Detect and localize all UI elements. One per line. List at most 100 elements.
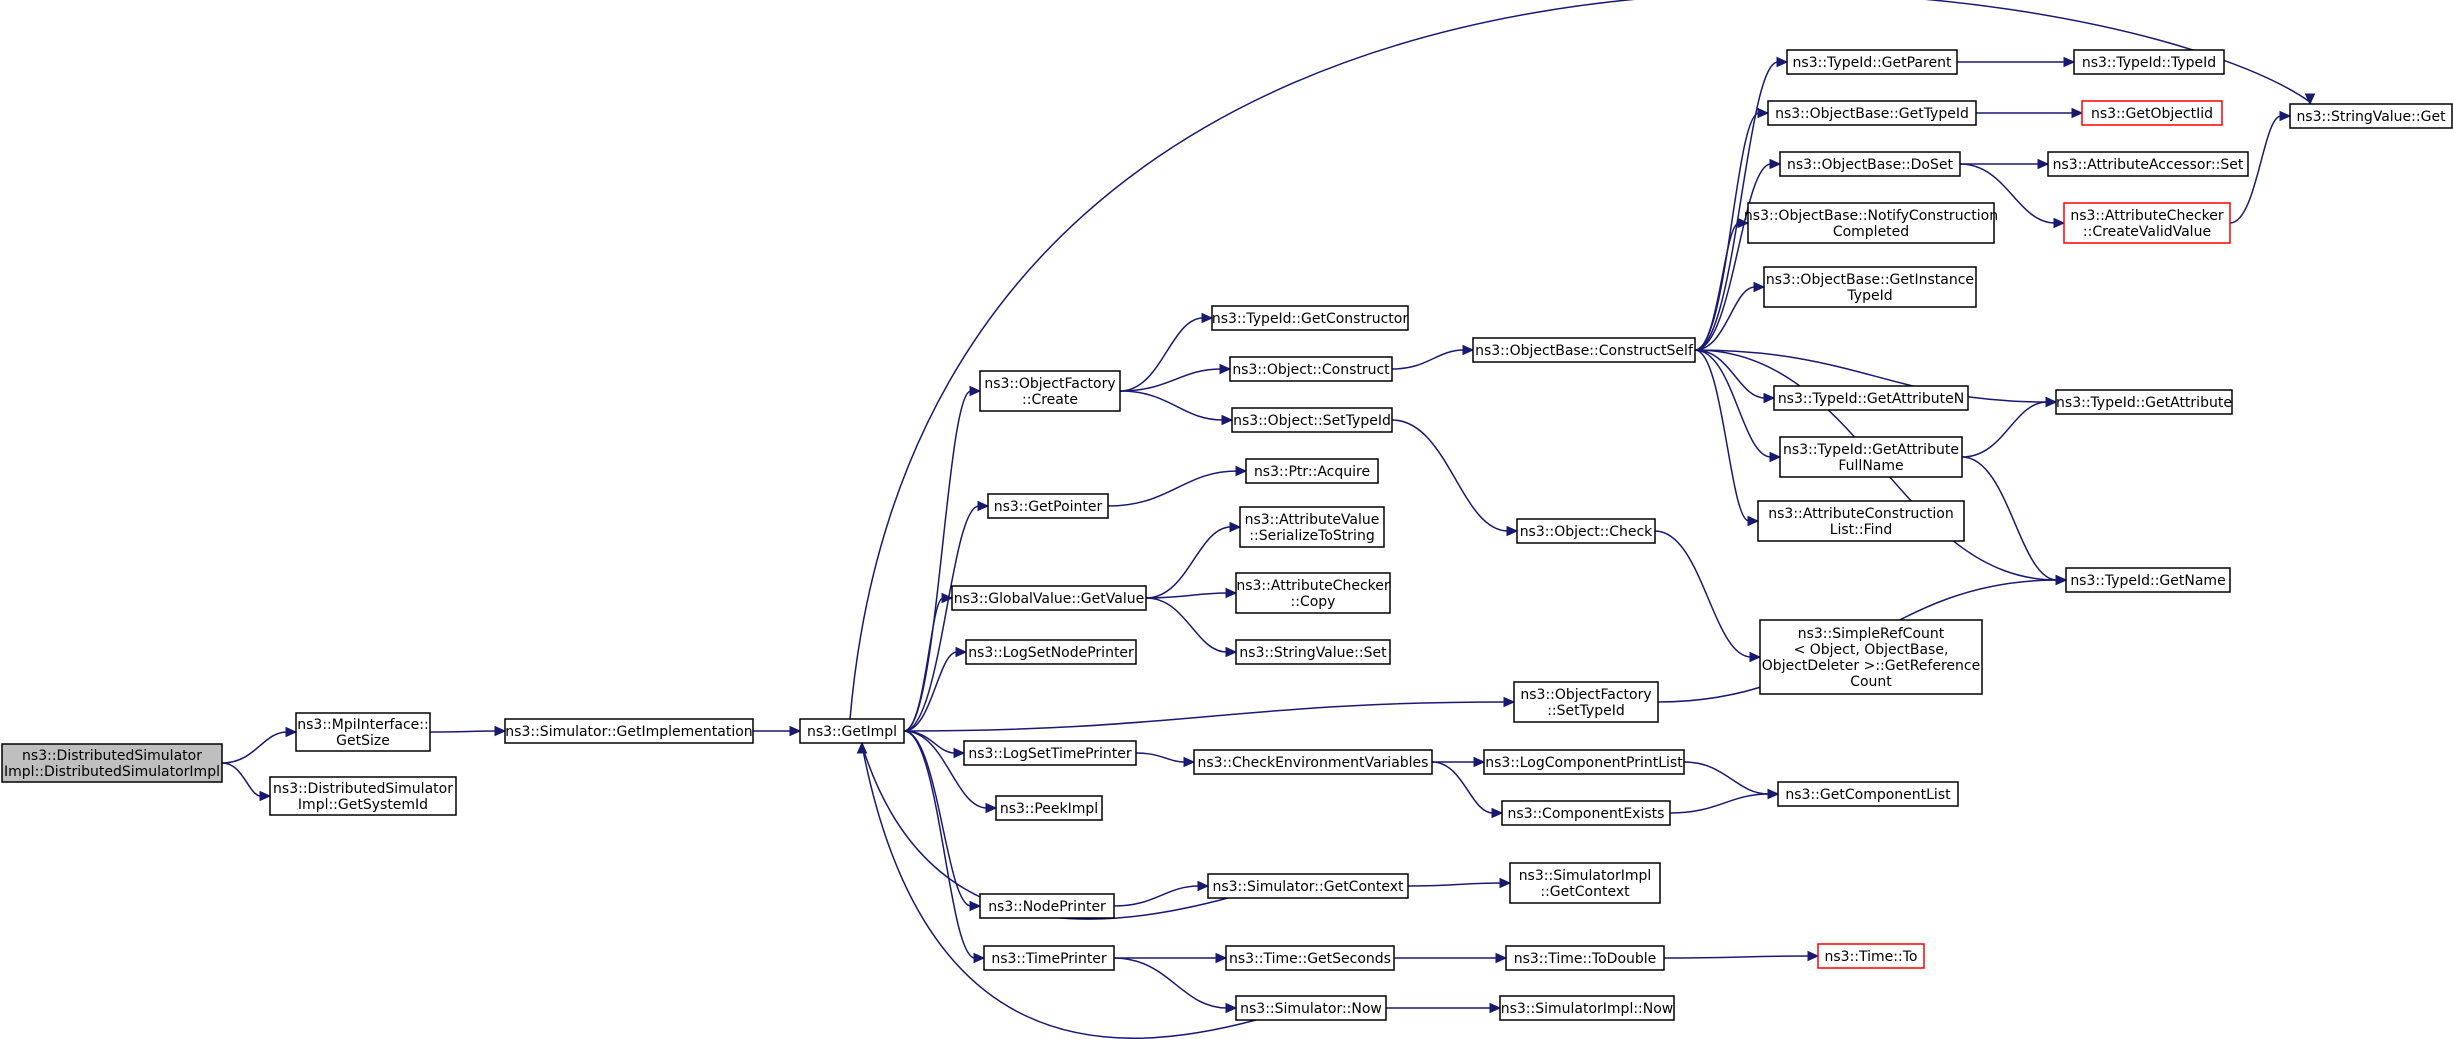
edge-arrowhead bbox=[1749, 651, 1762, 663]
node-typeid-getparent[interactable]: ns3::TypeId::GetParent bbox=[1786, 49, 1958, 75]
node-objfactory-settypeid[interactable]: ns3::ObjectFactory::SetTypeId bbox=[1513, 681, 1659, 723]
node-objbase-constructself[interactable]: ns3::ObjectBase::ConstructSelf bbox=[1472, 337, 1696, 363]
node-attrchecker-createvalid[interactable]: ns3::AttributeChecker::CreateValidValue bbox=[2063, 202, 2231, 244]
edge-arrowhead bbox=[1215, 952, 1228, 964]
node-stringvalue-get[interactable]: ns3::StringValue::Get bbox=[2289, 103, 2453, 129]
node-label: ::Create bbox=[1022, 392, 1078, 408]
node-label: < Object, ObjectBase, bbox=[1794, 642, 1949, 658]
node-attrchecker-copy[interactable]: ns3::AttributeChecker::Copy bbox=[1235, 572, 1391, 614]
node-box bbox=[963, 740, 1137, 766]
node-typeid-typeid[interactable]: ns3::TypeId::TypeId bbox=[2073, 49, 2225, 75]
node-getobjectiid[interactable]: ns3::GetObjectIid bbox=[2081, 100, 2223, 126]
node-sim-getimpl[interactable]: ns3::Simulator::GetImplementation bbox=[504, 718, 754, 744]
node-sim-getcontext[interactable]: ns3::Simulator::GetContext bbox=[1207, 873, 1409, 899]
node-label: ns3::ObjectBase::NotifyConstruction bbox=[1744, 208, 1998, 224]
node-timeprinter[interactable]: ns3::TimePrinter bbox=[983, 945, 1115, 971]
node-object-check[interactable]: ns3::Object::Check bbox=[1516, 518, 1656, 544]
node-label: ns3::Time::To bbox=[1825, 949, 1918, 965]
node-stringvalue-set[interactable]: ns3::StringValue::Set bbox=[1235, 639, 1391, 665]
node-ptr-acquire[interactable]: ns3::Ptr::Acquire bbox=[1245, 458, 1379, 484]
edge-arrowhead bbox=[953, 747, 966, 759]
edge-arrowhead bbox=[973, 952, 986, 964]
node-get-system-id[interactable]: ns3::DistributedSimulatorImpl::GetSystem… bbox=[269, 776, 457, 816]
node-logsettimeprinter[interactable]: ns3::LogSetTimePrinter bbox=[963, 740, 1137, 766]
edge-line bbox=[1663, 955, 1810, 959]
edge-line bbox=[1961, 456, 2058, 581]
node-label: Completed bbox=[1833, 224, 1909, 240]
node-getcomponentlist[interactable]: ns3::GetComponentList bbox=[1777, 781, 1959, 807]
node-globalvalue-getvalue[interactable]: ns3::GlobalValue::GetValue bbox=[951, 585, 1147, 611]
node-logcomponentprintlist[interactable]: ns3::LogComponentPrintList bbox=[1483, 749, 1685, 775]
node-typeid-getattribute[interactable]: ns3::TypeId::GetAttribute bbox=[2055, 389, 2233, 415]
node-simimpl-getcontext[interactable]: ns3::SimulatorImpl::GetContext bbox=[1509, 862, 1661, 904]
node-box bbox=[1817, 943, 1925, 969]
node-objbase-doset[interactable]: ns3::ObjectBase::DoSet bbox=[1779, 151, 1961, 177]
edge-arrowhead bbox=[2037, 158, 2050, 170]
node-checkenv[interactable]: ns3::CheckEnvironmentVariables bbox=[1193, 749, 1433, 775]
edge-line bbox=[1119, 390, 1224, 421]
node-box bbox=[983, 945, 1115, 971]
node-sim-now[interactable]: ns3::Simulator::Now bbox=[1235, 995, 1387, 1021]
node-label: ns3::AttributeConstruction bbox=[1768, 506, 1953, 522]
node-label: ::GetContext bbox=[1540, 884, 1630, 900]
node-time-to[interactable]: ns3::Time::To bbox=[1817, 943, 1925, 969]
node-label: ns3::TypeId::GetAttributeN bbox=[1778, 391, 1964, 407]
edge-arrowhead bbox=[1757, 107, 1770, 119]
node-nodeprinter[interactable]: ns3::NodePrinter bbox=[979, 893, 1115, 919]
edge-line bbox=[1669, 793, 1770, 814]
node-mpi-getsize[interactable]: ns3::MpiInterface::GetSize bbox=[295, 712, 431, 752]
edge-arrowhead bbox=[1201, 312, 1214, 324]
edge-object_settypeid-to-object_check bbox=[1391, 419, 1519, 537]
edge-timeprinter-to-time_getseconds bbox=[1113, 952, 1228, 964]
node-label: Impl::GetSystemId bbox=[298, 797, 428, 813]
edge-getimpl-to-peekimpl bbox=[903, 730, 998, 814]
node-box bbox=[1235, 995, 1387, 1021]
node-label: ns3::AttributeChecker bbox=[2070, 208, 2224, 224]
edge-line bbox=[1694, 222, 1740, 351]
edge-getimpl-to-nodeprinter bbox=[903, 730, 982, 912]
node-objbase-notify[interactable]: ns3::ObjectBase::NotifyConstructionCompl… bbox=[1744, 202, 1998, 244]
edge-getimpl-to-objfactory_settypeid bbox=[903, 696, 1516, 732]
edge-objbase_constructself-to-typeid_getattributefullname bbox=[1694, 349, 1782, 463]
node-typeid-getname[interactable]: ns3::TypeId::GetName bbox=[2065, 567, 2231, 593]
edge-componentexists-to-getcomponentlist bbox=[1669, 788, 1780, 814]
edge-objbase_constructself-to-typeid_getattributen bbox=[1694, 349, 1776, 404]
edge-line bbox=[1959, 163, 2056, 224]
node-componentexists[interactable]: ns3::ComponentExists bbox=[1501, 800, 1671, 826]
edge-line bbox=[1694, 349, 2048, 403]
node-object-settypeid[interactable]: ns3::Object::SetTypeId bbox=[1231, 407, 1393, 433]
node-box bbox=[1516, 518, 1656, 544]
node-getimpl[interactable]: ns3::GetImpl bbox=[799, 718, 905, 744]
node-attrvalue-serialize[interactable]: ns3::AttributeValue::SerializeToString bbox=[1239, 506, 1385, 548]
edge-line bbox=[1391, 349, 1465, 370]
node-time-todouble[interactable]: ns3::Time::ToDouble bbox=[1505, 945, 1665, 971]
node-simimpl-now[interactable]: ns3::SimulatorImpl::Now bbox=[1499, 995, 1675, 1021]
edge-arrowhead bbox=[1473, 756, 1486, 768]
edge-line bbox=[1145, 526, 1232, 599]
node-time-getseconds[interactable]: ns3::Time::GetSeconds bbox=[1225, 945, 1395, 971]
edge-arrowhead bbox=[1495, 952, 1508, 964]
node-logsetnodeprinter[interactable]: ns3::LogSetNodePrinter bbox=[965, 639, 1137, 665]
node-label: ns3::StringValue::Set bbox=[1239, 645, 1387, 661]
node-peekimpl[interactable]: ns3::PeekImpl bbox=[995, 795, 1103, 821]
node-root[interactable]: ns3::DistributedSimulatorImpl::Distribut… bbox=[1, 743, 223, 783]
edge-arrowhead bbox=[856, 741, 868, 754]
node-label: ns3::Object::Construct bbox=[1232, 362, 1390, 378]
node-box bbox=[1207, 873, 1409, 899]
node-box bbox=[1193, 749, 1433, 775]
edge-line bbox=[903, 701, 1506, 732]
node-typeid-getattributen[interactable]: ns3::TypeId::GetAttributeN bbox=[1773, 385, 1969, 411]
edge-sim_now-to-getimpl bbox=[856, 741, 1257, 1039]
node-objbase-gettypeid[interactable]: ns3::ObjectBase::GetTypeId bbox=[1767, 100, 1977, 126]
node-getpointer[interactable]: ns3::GetPointer bbox=[987, 493, 1109, 519]
edge-arrowhead bbox=[1225, 1002, 1238, 1014]
node-attraccessor-set[interactable]: ns3::AttributeAccessor::Set bbox=[2047, 151, 2249, 177]
node-object-construct[interactable]: ns3::Object::Construct bbox=[1229, 356, 1393, 382]
node-objfactory-create[interactable]: ns3::ObjectFactory::Create bbox=[979, 370, 1121, 412]
node-simplerefcount[interactable]: ns3::SimpleRefCount< Object, ObjectBase,… bbox=[1759, 619, 1983, 695]
node-typeid-getconstructor[interactable]: ns3::TypeId::GetConstructor bbox=[1211, 305, 1409, 331]
edge-line bbox=[903, 730, 976, 959]
